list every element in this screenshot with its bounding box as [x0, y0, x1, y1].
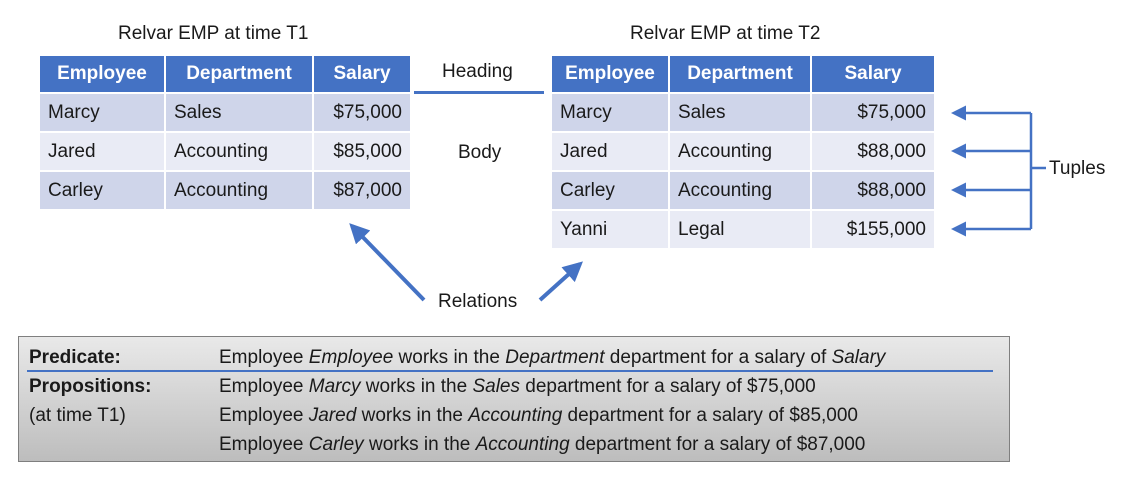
tuples-bracket	[951, 105, 1046, 237]
text-run: department for a salary of $85,000	[562, 405, 858, 426]
italic-term: Carley	[308, 434, 364, 455]
relations-arrows	[349, 223, 583, 302]
cell-salary: $85,000	[314, 133, 410, 170]
cell-salary: $87,000	[314, 172, 410, 209]
text-run: department for a salary of $87,000	[569, 434, 866, 455]
emp-table-t2: Employee Department Salary Marcy Sales $…	[550, 54, 936, 250]
cell-employee: Jared	[552, 133, 668, 170]
text-run: works in the	[360, 376, 473, 397]
italic-term: Department	[505, 347, 605, 368]
column-header-department: Department	[166, 56, 312, 92]
cell-department: Sales	[166, 94, 312, 131]
text-run: works in the	[393, 347, 506, 368]
column-header-employee: Employee	[40, 56, 164, 92]
cell-salary: $88,000	[812, 133, 934, 170]
column-header-employee: Employee	[552, 56, 668, 92]
text-run: department for a salary of	[604, 347, 832, 368]
relations-arrow-left	[349, 223, 426, 302]
relations-label: Relations	[438, 291, 518, 312]
italic-term: Sales	[472, 376, 520, 397]
table-row: Jared Accounting $85,000	[40, 133, 410, 170]
text-run: Employee	[219, 376, 309, 397]
table-row: Marcy Sales $75,000	[552, 94, 934, 131]
italic-term: Jared	[308, 405, 357, 426]
table-row: Yanni Legal $155,000	[552, 211, 934, 248]
left-table-caption: Relvar EMP at time T1	[118, 23, 309, 44]
italic-term: Marcy	[308, 376, 361, 397]
predicate-text: Employee Employee works in the Departmen…	[219, 347, 885, 369]
cell-salary: $75,000	[314, 94, 410, 131]
cell-department: Accounting	[670, 172, 810, 209]
table-heading-row: Employee Department Salary	[40, 56, 410, 92]
cell-department: Legal	[670, 211, 810, 248]
table-row: Carley Accounting $87,000	[40, 172, 410, 209]
italic-term: Salary	[831, 347, 886, 368]
table-row: Carley Accounting $88,000	[552, 172, 934, 209]
cell-employee: Carley	[552, 172, 668, 209]
text-run: works in the	[363, 434, 476, 455]
italic-term: Accounting	[475, 434, 570, 455]
relations-arrow-right	[538, 261, 583, 302]
cell-department: Accounting	[670, 133, 810, 170]
text-run: Employee	[219, 347, 309, 368]
column-header-salary: Salary	[314, 56, 410, 92]
column-header-department: Department	[670, 56, 810, 92]
column-header-salary: Salary	[812, 56, 934, 92]
cell-employee: Carley	[40, 172, 164, 209]
right-table-caption: Relvar EMP at time T2	[630, 23, 821, 44]
cell-employee: Marcy	[552, 94, 668, 131]
text-run: Employee	[219, 405, 309, 426]
propositions-label: Propositions:	[29, 376, 152, 397]
predicate-box: Predicate: Employee Employee works in th…	[18, 336, 1010, 462]
cell-employee: Marcy	[40, 94, 164, 131]
cell-employee: Jared	[40, 133, 164, 170]
text-run: works in the	[356, 405, 469, 426]
table-row: Marcy Sales $75,000	[40, 94, 410, 131]
cell-department: Sales	[670, 94, 810, 131]
text-run: Employee	[219, 434, 309, 455]
text-run: department for a salary of $75,000	[519, 376, 816, 397]
time-label: (at time T1)	[29, 405, 126, 426]
cell-department: Accounting	[166, 172, 312, 209]
heading-label: Heading	[442, 61, 513, 82]
tuples-label: Tuples	[1049, 158, 1106, 179]
proposition-line: Employee Carley works in the Accounting …	[219, 434, 865, 456]
cell-employee: Yanni	[552, 211, 668, 248]
body-label: Body	[458, 142, 502, 163]
proposition-line: Employee Marcy works in the Sales depart…	[219, 376, 816, 398]
proposition-line: Employee Jared works in the Accounting d…	[219, 405, 858, 427]
heading-divider-line	[414, 91, 544, 94]
italic-term: Accounting	[468, 405, 563, 426]
italic-term: Employee	[308, 347, 394, 368]
table-heading-row: Employee Department Salary	[552, 56, 934, 92]
cell-salary: $75,000	[812, 94, 934, 131]
cell-salary: $88,000	[812, 172, 934, 209]
predicate-divider	[27, 370, 993, 372]
cell-department: Accounting	[166, 133, 312, 170]
predicate-label: Predicate:	[29, 347, 121, 368]
table-row: Jared Accounting $88,000	[552, 133, 934, 170]
emp-table-t1: Employee Department Salary Marcy Sales $…	[38, 54, 412, 211]
cell-salary: $155,000	[812, 211, 934, 248]
